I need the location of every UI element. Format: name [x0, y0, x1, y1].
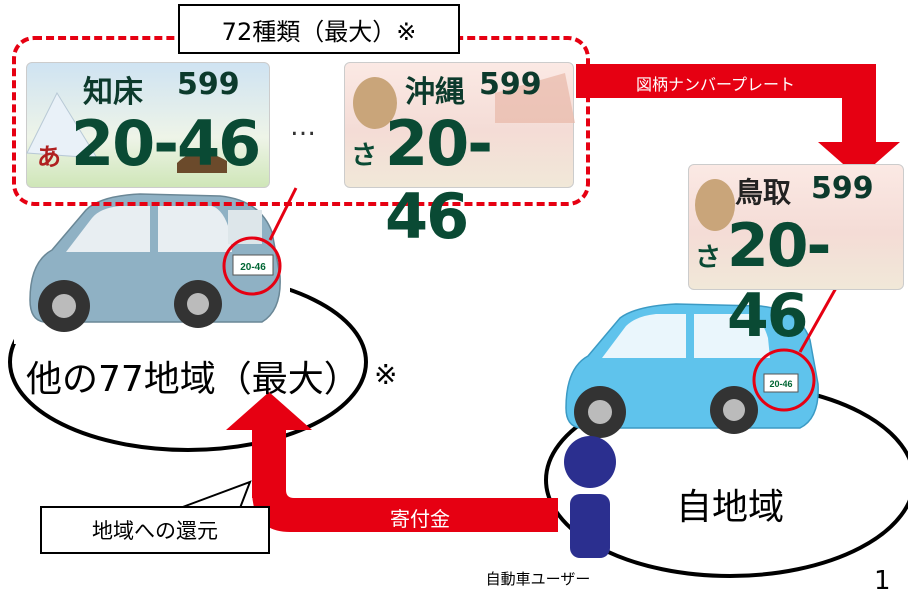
plate-class-number: 599	[479, 67, 542, 102]
plate-kana: さ	[695, 243, 722, 273]
plate-region: 知床	[83, 75, 143, 110]
svg-text:20-46: 20-46	[769, 379, 792, 389]
donation-arrow	[226, 392, 558, 532]
plate-number: 20-46	[727, 211, 831, 351]
design-plate-arrow-label: 図柄ナンバープレート	[636, 75, 796, 94]
design-types-title: 72種類（最大）※	[178, 4, 460, 54]
design-plate-arrow	[576, 64, 900, 178]
user-figure	[564, 436, 616, 558]
mountain-icon	[26, 91, 227, 173]
plate-class-number: 599	[811, 171, 874, 206]
shisa-icon	[695, 179, 735, 231]
shisa-icon	[353, 73, 575, 129]
plate-class-number: 599	[177, 67, 240, 102]
right-connector-line	[798, 287, 838, 353]
plate-kana: さ	[351, 141, 378, 171]
plate-number: 20-46	[385, 107, 493, 253]
plate-tottori: 鳥取 599 さ 20-46	[688, 164, 904, 351]
other-regions-label: 他の77地域（最大）	[26, 359, 360, 400]
more-plates-ellipsis: …	[290, 112, 318, 142]
plate-okinawa: 沖縄 599 さ 20-46	[344, 62, 575, 253]
car-user-label: 自動車ユーザー	[485, 570, 591, 588]
left-car: 20-46	[14, 193, 290, 344]
plate-number: 20-46	[71, 107, 261, 180]
page-number: 1	[874, 566, 891, 596]
return-callout: 地域への還元	[40, 506, 270, 554]
plate-kana: あ	[37, 143, 61, 171]
left-connector-line	[268, 187, 298, 241]
right-car: 20-46	[565, 303, 819, 438]
svg-text:20-46: 20-46	[240, 262, 266, 273]
own-region-label: 自地域	[676, 487, 785, 528]
asterisk-note: ※	[374, 358, 398, 391]
plate-region: 沖縄	[405, 75, 465, 110]
plate-shiretoko: 知床 599 あ 20-46	[26, 62, 270, 188]
donation-label: 寄付金	[390, 507, 450, 531]
plate-region: 鳥取	[735, 176, 792, 209]
